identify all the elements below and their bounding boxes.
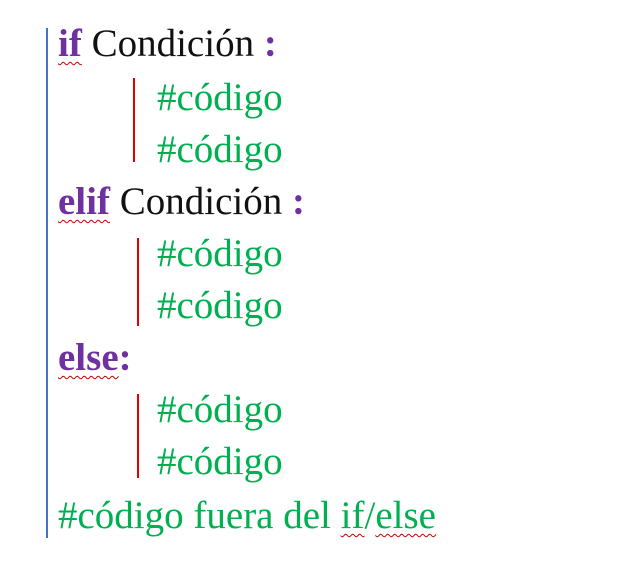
outside-prefix: #código fuera del bbox=[58, 494, 341, 537]
if-block-indent-bar bbox=[133, 78, 135, 162]
if-line: if Condición : bbox=[58, 20, 277, 68]
elif-code-line-1: #código bbox=[157, 232, 283, 275]
elif-code-line-2: #código bbox=[157, 284, 283, 327]
elif-condition: Condición bbox=[119, 180, 283, 223]
outside-if: if bbox=[340, 494, 365, 537]
outside-code-line: #código fuera del if/else bbox=[58, 492, 436, 540]
else-keyword: else bbox=[58, 336, 119, 379]
if-colon: : bbox=[263, 22, 277, 65]
if-condition: Condición bbox=[91, 22, 255, 65]
elif-colon: : bbox=[291, 180, 305, 223]
if-code-line-1: #código bbox=[157, 76, 283, 119]
if-keyword: if bbox=[58, 22, 82, 65]
else-code-line-1: #código bbox=[157, 388, 283, 431]
elif-keyword: elif bbox=[58, 180, 110, 223]
else-block-indent-bar bbox=[137, 394, 139, 478]
else-code-line-2: #código bbox=[157, 440, 283, 483]
elif-line: elif Condición : bbox=[58, 178, 305, 226]
outer-indent-bar bbox=[46, 28, 48, 538]
if-code-line-2: #código bbox=[157, 128, 283, 171]
else-line: else: bbox=[58, 334, 132, 382]
else-colon: : bbox=[118, 336, 132, 379]
outside-slash: / bbox=[364, 494, 376, 537]
outside-else: else bbox=[375, 494, 436, 537]
elif-block-indent-bar bbox=[137, 238, 139, 326]
